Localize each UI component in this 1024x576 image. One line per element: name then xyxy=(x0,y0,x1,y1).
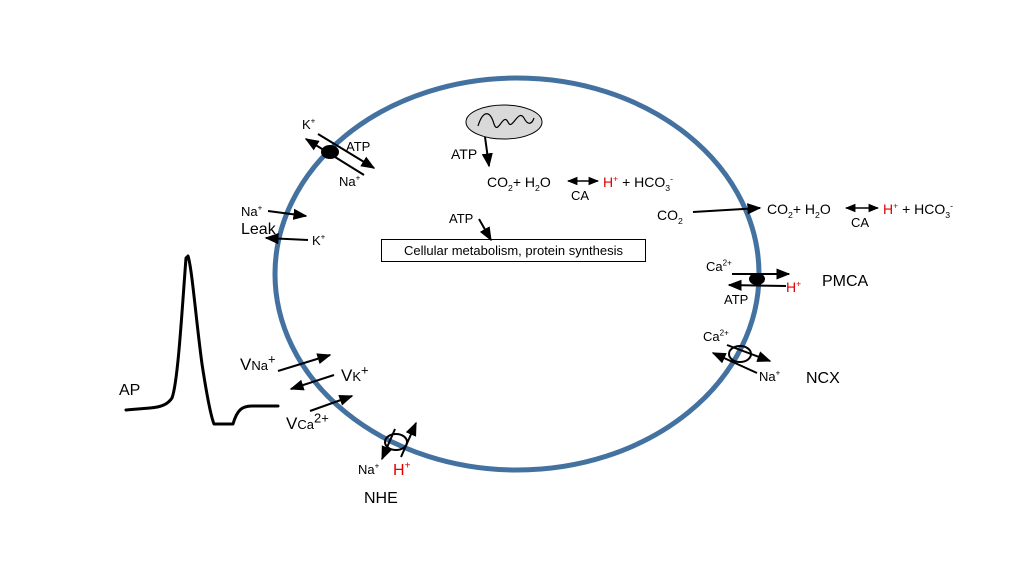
nhe-h-arrow xyxy=(400,421,417,458)
pmca-h-arrow xyxy=(727,279,787,291)
metabolism-box: Cellular metabolism, protein synthesis xyxy=(381,239,646,262)
ncx-na-arrow xyxy=(711,352,758,374)
leak-na-label: Na+ xyxy=(241,203,263,219)
inner-proton-bicarbonate: H+ + HCO3- xyxy=(603,173,673,193)
vca-arrow xyxy=(309,394,354,412)
nhe-title: NHE xyxy=(364,490,398,507)
metabolism-atp-arrow xyxy=(478,218,492,242)
leak-na-arrow xyxy=(267,208,308,220)
co2-entry-arrow xyxy=(692,203,762,215)
ncx-na-label: Na+ xyxy=(759,368,781,384)
mitochondrion-icon xyxy=(465,104,543,140)
vk-arrow xyxy=(289,374,335,391)
pmca-pump-icon xyxy=(749,273,765,285)
pmca-title: PMCA xyxy=(822,273,869,290)
outer-co2-water: CO2+ H2O xyxy=(767,201,831,220)
pmca-h-label: H+ xyxy=(786,278,802,295)
na-k-pump-icon xyxy=(321,145,339,159)
vk-label: VK+ xyxy=(341,362,369,385)
pump-atp-label: ATP xyxy=(346,139,371,154)
pmca-atp-label: ATP xyxy=(724,292,749,307)
leak-k-label: K+ xyxy=(312,232,326,248)
ap-label: AP xyxy=(119,382,141,399)
pump-na-label: Na+ xyxy=(339,173,361,189)
action-potential-trace xyxy=(124,254,280,426)
outer-proton-bicarbonate: H+ + HCO3- xyxy=(883,200,953,220)
pump-k-label: K+ xyxy=(302,116,316,132)
ncx-exchanger-icon xyxy=(728,345,752,363)
vna-label: VNa+ xyxy=(240,351,276,374)
inner-ca-label: CA xyxy=(571,188,590,203)
ncx-title: NCX xyxy=(806,370,840,387)
vna-arrow xyxy=(277,353,332,372)
leak-title: Leak xyxy=(241,221,276,238)
pmca-ca-label: Ca2+ xyxy=(706,258,732,274)
ncx-ca-label: Ca2+ xyxy=(703,328,729,344)
outer-ca-label: CA xyxy=(851,215,870,230)
pump-na-arrow xyxy=(317,133,376,169)
inner-co2-water: CO2+ H2O xyxy=(487,174,551,193)
mito-atp-label: ATP xyxy=(451,146,478,162)
mito-atp-arrow xyxy=(481,136,493,168)
co2-entry-label: CO2 xyxy=(657,207,683,226)
leak-k-arrow xyxy=(264,233,309,245)
metabolism-atp-label: ATP xyxy=(449,211,474,226)
nhe-exchanger-icon xyxy=(384,433,408,451)
vca-label: VCa2+ xyxy=(286,410,329,433)
nhe-h-label: H+ xyxy=(393,460,411,479)
nhe-na-label: Na+ xyxy=(358,461,380,477)
